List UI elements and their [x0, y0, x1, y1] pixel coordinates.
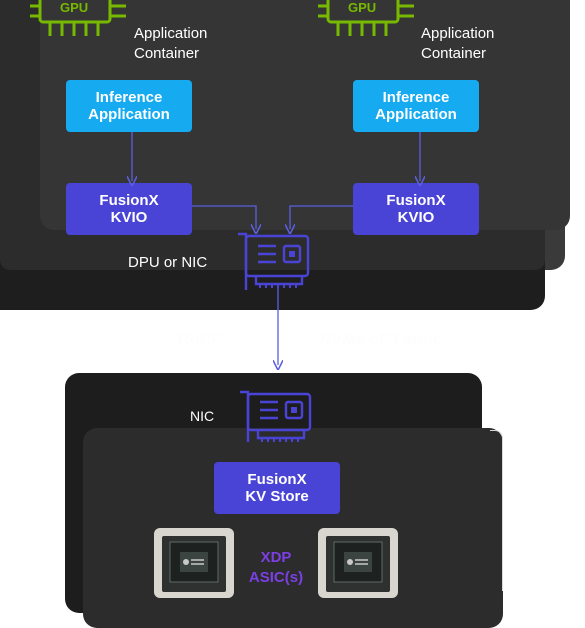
asic-chip-icon: [154, 528, 234, 598]
network-label-roce: RoCE: [178, 332, 222, 349]
arrow-kvio-left-to-dpu: [192, 205, 256, 229]
network-label-nvme-fabric: NVMe-oF Fabric: [320, 332, 442, 349]
inference-application-right: Inference Application: [353, 80, 479, 132]
nic-card-icon: [240, 390, 312, 442]
inference-application-left: Inference Application: [66, 80, 192, 132]
gpu-icon: [30, 0, 126, 36]
fusionx-kv-store-label: FusionX KV Store: [245, 470, 309, 505]
application-container-label-right: Application Container: [421, 25, 495, 62]
gpu-label-right: GPU: [348, 0, 377, 15]
fusionx-kv-store: FusionX KV Store: [214, 462, 340, 514]
inference-application-left-label: Inference Application: [88, 88, 170, 123]
asic-chip-icon: [318, 528, 398, 598]
dpu-label: DPU or NIC: [128, 254, 208, 271]
nic-label: NIC: [190, 408, 215, 424]
dpu-card-icon: [238, 232, 310, 290]
arrow-kvio-right-to-dpu: [290, 205, 353, 229]
fusionx-kvio-right-label: FusionX KVIO: [386, 191, 446, 226]
fusionx-kvio-left: FusionX KVIO: [66, 183, 192, 235]
server-connectors: [0, 132, 585, 585]
asic-label: XDP ASIC(s): [248, 549, 304, 586]
gpu-label-left: GPU: [60, 0, 89, 15]
storage-outline-edge: [490, 430, 503, 591]
fusionx-kvio-left-label: FusionX KVIO: [99, 191, 159, 226]
inference-application-right-label: Inference Application: [375, 88, 457, 123]
application-container-label-left: Application Container: [134, 25, 208, 62]
storage-inner-panel: [83, 428, 503, 628]
gpu-icon: [318, 0, 414, 36]
fusionx-kvio-right: FusionX KVIO: [353, 183, 479, 235]
